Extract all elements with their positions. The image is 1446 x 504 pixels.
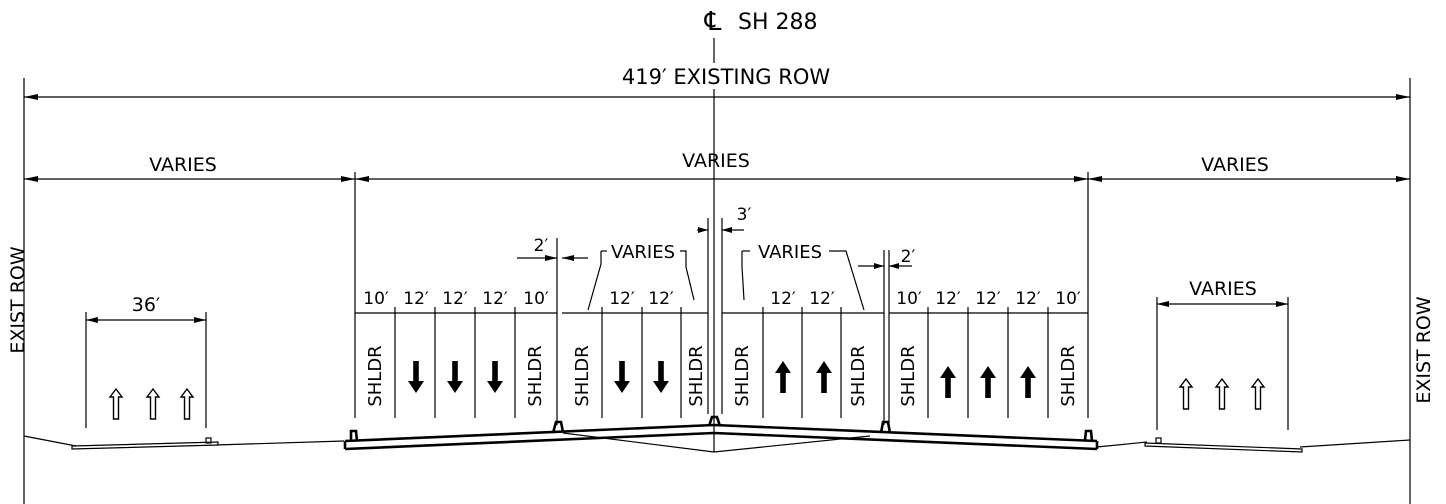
- main-sb-lane-3: 12′: [442, 289, 468, 309]
- inner-lanes-northbound: 12′ 12′ SHLDR SHLDR VARIES: [722, 242, 884, 418]
- buffer-left: 2′: [517, 236, 588, 425]
- main-nb-arrow-3: [1020, 366, 1036, 398]
- frontage-left-arrow-2: [146, 388, 160, 420]
- inner-nb-arrow-2: [816, 361, 832, 393]
- frontage-left-arrow-3: [180, 388, 194, 420]
- main-nb-lane-4: 12′: [1015, 289, 1041, 309]
- frontage-right-arrow-2: [1215, 378, 1229, 410]
- main-sb-lane-5: 10′: [523, 289, 549, 309]
- frontage-left-width: 36′: [132, 294, 161, 316]
- inner-varies-right-label: VARIES: [758, 242, 822, 263]
- top-dim-left-label: VARIES: [149, 154, 217, 176]
- main-nb-lane-5: 10′: [1055, 289, 1081, 309]
- main-sb-lane-2: 12′: [403, 289, 429, 309]
- inner-nb-lane-2: 12′: [809, 289, 835, 309]
- exist-row-label-left: EXIST ROW: [7, 246, 29, 353]
- frontage-right-arrow-1: [1179, 378, 1193, 410]
- main-lanes-northbound: 10′ 12′ 12′ 12′ 10′ SHLDR SHLDR: [889, 289, 1088, 418]
- ground-and-pavement: [23, 415, 1411, 453]
- main-sb-arrow-2: [447, 361, 463, 393]
- row-dim-arrow-right: [1396, 94, 1410, 100]
- shoulder-label-6: SHLDR: [848, 345, 869, 406]
- inner-nb-arrow-1: [775, 361, 791, 393]
- main-nb-lane-1: 10′: [896, 289, 922, 309]
- frontage-road-left: 36′: [85, 294, 207, 428]
- main-nb-lane-3: 12′: [975, 289, 1001, 309]
- inner-sb-lane-1: 12′: [609, 289, 635, 309]
- main-lanes-southbound: 10′ 12′ 12′ 12′ 10′ SHLDR SHLDR: [355, 289, 557, 418]
- inner-lanes-southbound: 12′ 12′ SHLDR SHLDR VARIES: [562, 242, 708, 418]
- buffer-left-label: 2′: [534, 236, 549, 256]
- centerline-symbol: ℄: [704, 7, 722, 37]
- buffer-right: 2′: [858, 247, 915, 425]
- frontage-right-width: VARIES: [1189, 278, 1257, 300]
- main-sb-lane-4: 12′: [482, 289, 508, 309]
- shoulder-label-8: SHLDR: [1058, 345, 1079, 406]
- row-dim-arrow-left: [24, 94, 38, 100]
- shoulder-label-2: SHLDR: [525, 345, 546, 406]
- inner-sb-arrow-1: [614, 361, 630, 393]
- inner-sb-lane-2: 12′: [648, 289, 674, 309]
- shoulder-label-4: SHLDR: [686, 345, 707, 406]
- frontage-left-arrow-1: [109, 388, 123, 420]
- frontage-right-arrow-3: [1251, 378, 1265, 410]
- median-barrier-label: 3′: [737, 205, 752, 225]
- inner-nb-lane-1: 12′: [770, 289, 796, 309]
- main-sb-lane-1: 10′: [363, 289, 389, 309]
- median-barrier: 3′: [697, 205, 751, 414]
- shoulder-label-3: SHLDR: [572, 345, 593, 406]
- row-total-label: 419′ EXISTING ROW: [622, 65, 831, 89]
- main-sb-arrow-1: [408, 361, 424, 393]
- shoulder-label-1: SHLDR: [365, 345, 386, 406]
- main-nb-lane-2: 12′: [935, 289, 961, 309]
- frontage-road-right: VARIES: [1156, 278, 1289, 430]
- centerline-label: SH 288: [738, 10, 818, 35]
- shoulder-label-7: SHLDR: [898, 345, 919, 406]
- main-nb-arrow-2: [980, 366, 996, 398]
- top-dim-middle-label: VARIES: [682, 150, 750, 172]
- shoulder-label-5: SHLDR: [732, 345, 753, 406]
- inner-sb-arrow-2: [653, 361, 669, 393]
- buffer-right-label: 2′: [901, 247, 916, 267]
- top-dim-right-label: VARIES: [1201, 154, 1269, 176]
- main-nb-arrow-1: [940, 366, 956, 398]
- exist-row-label-right: EXIST ROW: [1413, 296, 1435, 403]
- main-sb-arrow-3: [487, 361, 503, 393]
- inner-varies-left-label: VARIES: [611, 242, 675, 263]
